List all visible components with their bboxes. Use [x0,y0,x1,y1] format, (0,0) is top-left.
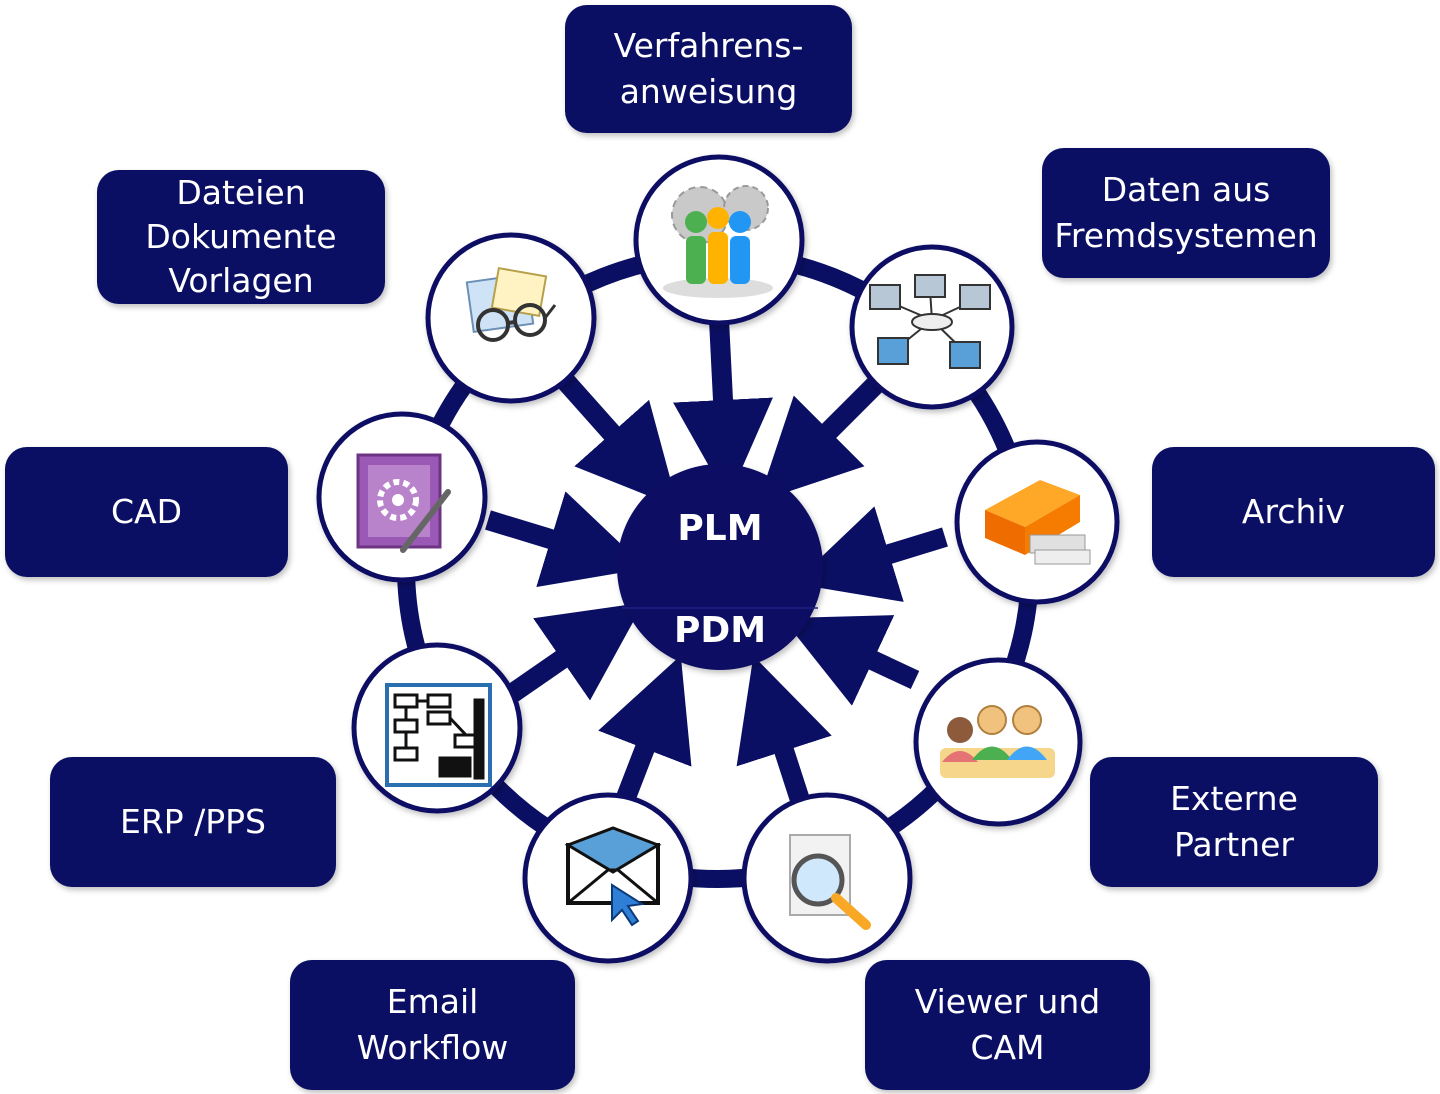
label-partner-text: Externe Partner [1170,779,1298,864]
hub-label-plm: PLM [677,508,763,549]
cad-drawing-icon [356,453,451,553]
arrow-dateien [552,368,679,508]
node-viewer[interactable] [741,792,913,964]
arrow-viewer [736,655,832,804]
label-erp[interactable]: ERP /PPS [50,757,336,887]
arrow-email [598,655,692,804]
label-archiv[interactable]: Archiv [1152,447,1435,577]
node-email[interactable] [522,792,694,964]
label-partner[interactable]: Externe Partner [1090,757,1378,887]
node-erp[interactable] [351,642,523,814]
label-viewer[interactable]: Viewer und CAM [865,960,1150,1090]
partners-group-icon [940,705,1055,778]
label-erp-text: ERP /PPS [119,802,267,841]
node-partner[interactable] [913,657,1083,827]
arrow-verfahren [673,319,773,500]
node-verfahren[interactable] [633,154,805,326]
label-archiv-text: Archiv [1241,492,1346,531]
node-cad[interactable] [316,411,488,583]
hub-label-pdm: PDM [673,610,767,651]
email-envelope-icon [564,826,662,927]
document-magnifier-icon [789,834,871,930]
label-cad[interactable]: CAD [5,447,288,577]
arrow-fremdsysteme [758,372,888,502]
label-cad-text: CAD [110,492,183,531]
label-verfahren[interactable]: Verfahrens- anweisung [565,5,852,133]
label-viewer-text: Viewer und CAM [914,982,1101,1067]
arrow-partner [782,615,920,706]
label-email[interactable]: Email Workflow [290,960,575,1090]
archive-box-icon [985,480,1091,565]
process-flowchart-icon [385,683,492,787]
people-gears-icon [663,185,773,298]
network-computers-icon [869,274,991,369]
arrows [485,319,948,804]
arrow-erp [504,602,644,704]
label-dateien-text: Dateien Dokumente Vorlagen [145,173,337,300]
node-fremdsysteme[interactable] [849,244,1015,410]
label-fremdsysteme-text: Daten aus Fremdsystemen [1054,170,1318,255]
node-dateien[interactable] [425,232,597,404]
documents-glasses-icon [465,266,557,342]
arrow-cad [485,491,647,587]
node-archiv[interactable] [954,439,1120,605]
label-fremdsysteme[interactable]: Daten aus Fremdsystemen [1042,148,1330,278]
label-dateien[interactable]: Dateien Dokumente Vorlagen [97,170,385,304]
arrow-archiv [793,506,948,602]
hub-circle [617,464,823,670]
label-verfahren-text: Verfahrens- anweisung [613,26,804,111]
label-email-text: Email Workflow [356,982,509,1067]
